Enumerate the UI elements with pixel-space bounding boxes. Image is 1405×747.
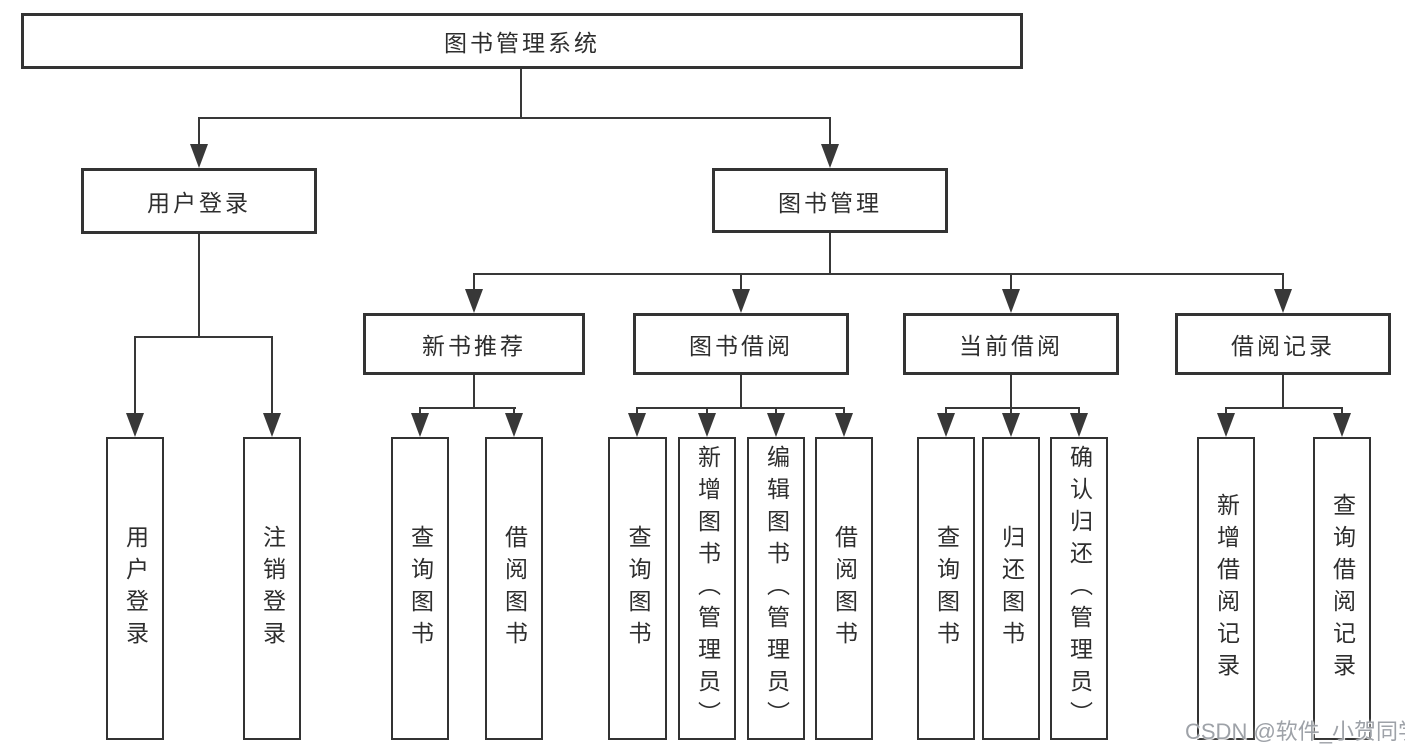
connector-line <box>945 407 947 415</box>
arrow-down-icon <box>411 413 429 437</box>
leaf-query-borrow-record: 查询借阅记录 <box>1313 437 1371 740</box>
leaf-edit-books-admin-label: 编辑图书（管理员） <box>763 444 790 733</box>
connector-line <box>1010 375 1012 409</box>
leaf-query-borrow-record-label: 查询借阅记录 <box>1329 492 1356 685</box>
node-book-management: 图书管理 <box>712 168 948 233</box>
leaf-logout: 注销登录 <box>243 437 301 740</box>
connector-line <box>1282 273 1284 291</box>
arrow-down-icon <box>698 413 716 437</box>
node-book-borrowing-label: 图书借阅 <box>689 333 793 359</box>
connector-line <box>419 407 516 409</box>
connector-line <box>520 69 522 119</box>
leaf-borrow-books-recommend-label: 借阅图书 <box>501 524 528 653</box>
node-library-system-label: 图书管理系统 <box>444 30 600 56</box>
connector-line <box>134 336 136 415</box>
arrow-down-icon <box>937 413 955 437</box>
node-book-borrowing: 图书借阅 <box>633 313 849 375</box>
node-borrowing-records-label: 借阅记录 <box>1231 333 1335 359</box>
leaf-query-books-recommend: 查询图书 <box>391 437 449 740</box>
csdn-watermark: CSDN @软件_小贺同学 <box>1185 719 1405 744</box>
connector-line <box>829 117 831 146</box>
node-current-borrowing-label: 当前借阅 <box>959 333 1063 359</box>
leaf-add-borrow-record-label: 新增借阅记录 <box>1213 492 1240 685</box>
leaf-user-login-label: 用户登录 <box>122 524 149 653</box>
connector-line <box>636 407 638 415</box>
leaf-query-books-current: 查询图书 <box>917 437 975 740</box>
connector-line <box>134 336 273 338</box>
leaf-query-books-label: 查询图书 <box>625 524 651 653</box>
node-book-management-label: 图书管理 <box>778 189 882 216</box>
connector-line <box>1282 375 1284 409</box>
connector-line <box>945 407 1080 409</box>
connector-line <box>271 336 273 415</box>
arrow-down-icon <box>190 144 208 168</box>
arrow-down-icon <box>732 289 750 313</box>
connector-line <box>513 407 515 415</box>
arrow-down-icon <box>126 413 144 437</box>
leaf-logout-label: 注销登录 <box>259 524 286 653</box>
arrow-down-icon <box>263 413 281 437</box>
connector-line <box>1078 407 1080 415</box>
node-user-login-label: 用户登录 <box>147 190 251 216</box>
connector-line <box>1341 407 1343 415</box>
arrow-down-icon <box>835 413 853 437</box>
arrow-down-icon <box>1274 289 1292 313</box>
connector-line <box>198 234 200 338</box>
connector-line <box>198 117 200 146</box>
leaf-query-books-current-label: 查询图书 <box>933 524 960 653</box>
node-new-book-recommend-label: 新书推荐 <box>422 333 526 359</box>
node-current-borrowing: 当前借阅 <box>903 313 1119 375</box>
leaf-confirm-return-admin-label: 确认归还（管理员） <box>1066 444 1093 733</box>
arrow-down-icon <box>767 413 785 437</box>
leaf-add-borrow-record: 新增借阅记录 <box>1197 437 1255 740</box>
arrow-down-icon <box>628 413 646 437</box>
leaf-return-books: 归还图书 <box>982 437 1040 740</box>
connector-line <box>473 375 475 409</box>
leaf-add-books-admin: 新增图书（管理员） <box>678 437 736 740</box>
connector-line <box>740 273 742 291</box>
node-new-book-recommend: 新书推荐 <box>363 313 585 375</box>
leaf-return-books-label: 归还图书 <box>998 524 1025 653</box>
node-library-system: 图书管理系统 <box>21 13 1023 69</box>
leaf-query-books: 查询图书 <box>608 437 667 740</box>
connector-line <box>198 117 831 119</box>
connector-line <box>1225 407 1227 415</box>
arrow-down-icon <box>1002 413 1020 437</box>
node-borrowing-records: 借阅记录 <box>1175 313 1391 375</box>
connector-line <box>1010 273 1012 291</box>
connector-line <box>473 273 475 291</box>
connector-line <box>1010 407 1012 415</box>
arrow-down-icon <box>821 144 839 168</box>
connector-line <box>419 407 421 415</box>
node-user-login: 用户登录 <box>81 168 317 234</box>
leaf-add-books-admin-label: 新增图书（管理员） <box>694 444 721 733</box>
connector-line <box>473 273 1284 275</box>
connector-line <box>829 233 831 275</box>
arrow-down-icon <box>1070 413 1088 437</box>
arrow-down-icon <box>1002 289 1020 313</box>
leaf-user-login: 用户登录 <box>106 437 164 740</box>
leaf-borrow-books: 借阅图书 <box>815 437 873 740</box>
connector-line <box>706 407 708 415</box>
connector-line <box>1225 407 1343 409</box>
leaf-confirm-return-admin: 确认归还（管理员） <box>1050 437 1108 740</box>
arrow-down-icon <box>465 289 483 313</box>
leaf-borrow-books-recommend: 借阅图书 <box>485 437 543 740</box>
connector-line <box>740 375 742 409</box>
leaf-borrow-books-label: 借阅图书 <box>831 524 858 653</box>
leaf-query-books-recommend-label: 查询图书 <box>407 524 434 653</box>
arrow-down-icon <box>1333 413 1351 437</box>
arrow-down-icon <box>1217 413 1235 437</box>
connector-line <box>636 407 845 409</box>
connector-line <box>775 407 777 415</box>
connector-line <box>843 407 845 415</box>
leaf-edit-books-admin: 编辑图书（管理员） <box>747 437 805 740</box>
arrow-down-icon <box>505 413 523 437</box>
